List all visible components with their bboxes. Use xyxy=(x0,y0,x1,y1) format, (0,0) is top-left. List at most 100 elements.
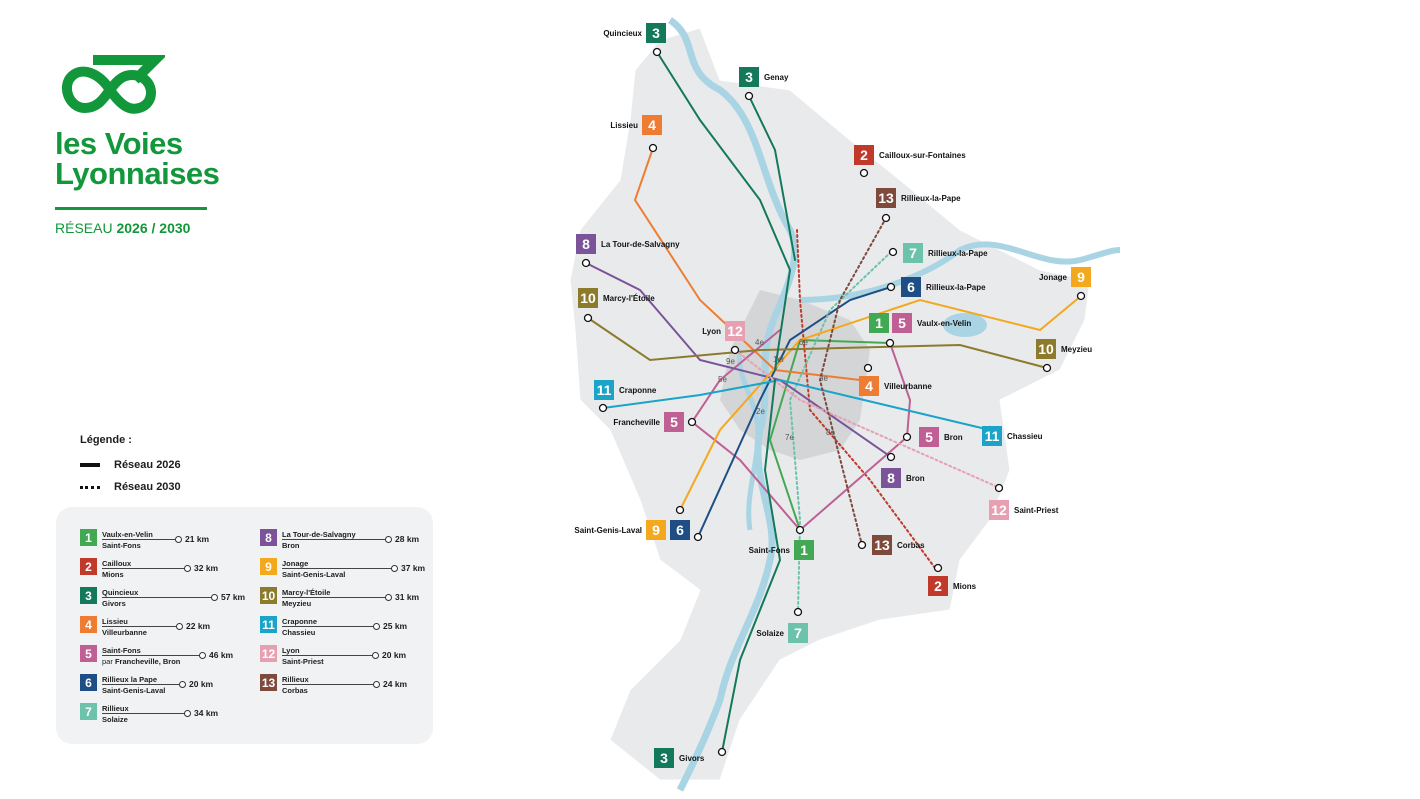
line-length: 28 km xyxy=(395,534,420,544)
line-from: Rillieux la Pape xyxy=(102,675,158,684)
map-badge-4 xyxy=(859,376,879,396)
line-to-label: Solaize xyxy=(102,715,128,724)
arrondissement-label: 4e xyxy=(755,338,764,347)
terminus-icon xyxy=(859,168,869,178)
map-badge-8 xyxy=(576,234,596,254)
line-to: Saint-Priest xyxy=(282,656,324,667)
arrondissement-label: 7e xyxy=(785,433,794,442)
legend-dotted-label: Réseau 2030 xyxy=(114,481,181,493)
line-to-label: Saint-Genis-Laval xyxy=(282,570,346,579)
terminus-icon xyxy=(372,652,379,659)
bike-infinity-logo-icon xyxy=(62,55,168,114)
route-line-8 xyxy=(585,262,892,458)
map-badge-number: 10 xyxy=(1038,341,1054,357)
map-badge-number: 7 xyxy=(909,245,917,261)
line-to: Bron xyxy=(282,540,356,551)
line-bar xyxy=(282,539,388,540)
map-terminus-label: Marcy-l'Étoile xyxy=(603,294,655,303)
line-length: 31 km xyxy=(395,592,420,602)
map-terminus-label: Vaulx-en-Velin xyxy=(917,319,971,328)
map-terminus-label: Cailloux-sur-Fontaines xyxy=(879,151,966,160)
line-badge: 1 xyxy=(80,529,97,546)
terminus-icon xyxy=(184,565,191,572)
arrondissement-label: 9e xyxy=(726,357,735,366)
line-length: 20 km xyxy=(189,679,214,689)
terminus-icon xyxy=(1076,291,1086,301)
legend-line-7: 7 Rillieux Solaize 34 km xyxy=(80,703,218,725)
route-line-11 xyxy=(602,378,991,431)
map-badge-number: 13 xyxy=(874,537,890,553)
line-to-label: Saint-Priest xyxy=(282,657,324,666)
terminus-icon xyxy=(184,710,191,717)
map-badge-number: 9 xyxy=(652,522,660,538)
line-badge: 11 xyxy=(260,616,277,633)
legend-line-5: 5 Saint-Fons par Francheville, Bron 46 k… xyxy=(80,645,233,667)
map-terminus-label: Rillieux-la-Pape xyxy=(901,194,961,203)
line-bar xyxy=(282,568,394,569)
legend-line-8: 8 La Tour-de-Salvagny Bron 28 km xyxy=(260,529,419,551)
terminus-icon xyxy=(648,143,658,153)
line-to-label: Corbas xyxy=(282,686,308,695)
terminus-icon xyxy=(886,452,896,462)
terminus-icon xyxy=(933,563,943,573)
line-to-label: Villeurbanne xyxy=(102,628,147,637)
line-to: Meyzieu xyxy=(282,598,330,609)
map-badge-number: 10 xyxy=(580,290,596,306)
line-to: Corbas xyxy=(282,685,309,696)
route-line-13 xyxy=(818,217,887,546)
legend-line-9: 9 Jonage Saint-Genis-Laval 37 km xyxy=(260,558,425,580)
map-badge-number: 11 xyxy=(985,428,1000,444)
map-badge-number: 4 xyxy=(648,117,656,133)
line-bar xyxy=(282,655,375,656)
terminus-icon xyxy=(1042,363,1052,373)
line-bar xyxy=(102,626,179,627)
terminus-icon xyxy=(179,681,186,688)
map-badge-number: 5 xyxy=(925,429,933,445)
map-badge-number: 8 xyxy=(887,470,895,486)
line-from: Cailloux xyxy=(102,559,132,568)
terminus-icon xyxy=(717,747,727,757)
map-badge-7 xyxy=(903,243,923,263)
rhone-east-branch xyxy=(799,241,1121,303)
map-badge-5 xyxy=(892,313,912,333)
line-bar xyxy=(102,597,214,598)
line-bar xyxy=(282,597,388,598)
terminus-icon xyxy=(199,652,206,659)
line-to: par Francheville, Bron xyxy=(102,656,180,667)
legend-line-10: 10 Marcy-l'Étoile Meyzieu 31 km xyxy=(260,587,419,609)
map-badge-number: 4 xyxy=(865,378,873,394)
terminus-icon xyxy=(881,213,891,223)
map-terminus-label: Rillieux-la-Pape xyxy=(926,283,986,292)
line-from: La Tour-de-Salvagny xyxy=(282,530,356,539)
map-terminus-label: Genay xyxy=(764,73,789,82)
line-from: Lissieu xyxy=(102,617,128,626)
map-terminus-label: Solaize xyxy=(756,629,784,638)
line-to: Solaize xyxy=(102,714,129,725)
route-line-7 xyxy=(788,251,892,613)
line-badge: 12 xyxy=(260,645,277,662)
legend-line-6: 6 Rillieux la Pape Saint-Genis-Laval 20 … xyxy=(80,674,213,696)
map-badge-12 xyxy=(989,500,1009,520)
map-badge-number: 9 xyxy=(1077,269,1085,285)
terminus-icon xyxy=(583,313,593,323)
arrondissement-label: 2e xyxy=(756,407,765,416)
line-badge: 7 xyxy=(80,703,97,720)
terminus-icon xyxy=(211,594,218,601)
line-to: Chassieu xyxy=(282,627,317,638)
map-badge-number: 12 xyxy=(991,502,1007,518)
terminus-icon xyxy=(730,345,740,355)
map-badge-11 xyxy=(594,380,614,400)
terminus-icon xyxy=(793,607,803,617)
map-badge-9 xyxy=(646,520,666,540)
map-badge-number: 3 xyxy=(745,69,753,85)
line-from: Marcy-l'Étoile xyxy=(282,588,331,597)
line-bar xyxy=(282,626,376,627)
line-length: 34 km xyxy=(194,708,219,718)
line-to: Villeurbanne xyxy=(102,627,147,638)
subtitle-years: 2026 / 2030 xyxy=(116,220,191,236)
line-length: 20 km xyxy=(382,650,407,660)
map-terminus-label: Saint-Fons xyxy=(749,546,791,555)
line-length: 32 km xyxy=(194,563,219,573)
route-line-2 xyxy=(796,229,936,569)
